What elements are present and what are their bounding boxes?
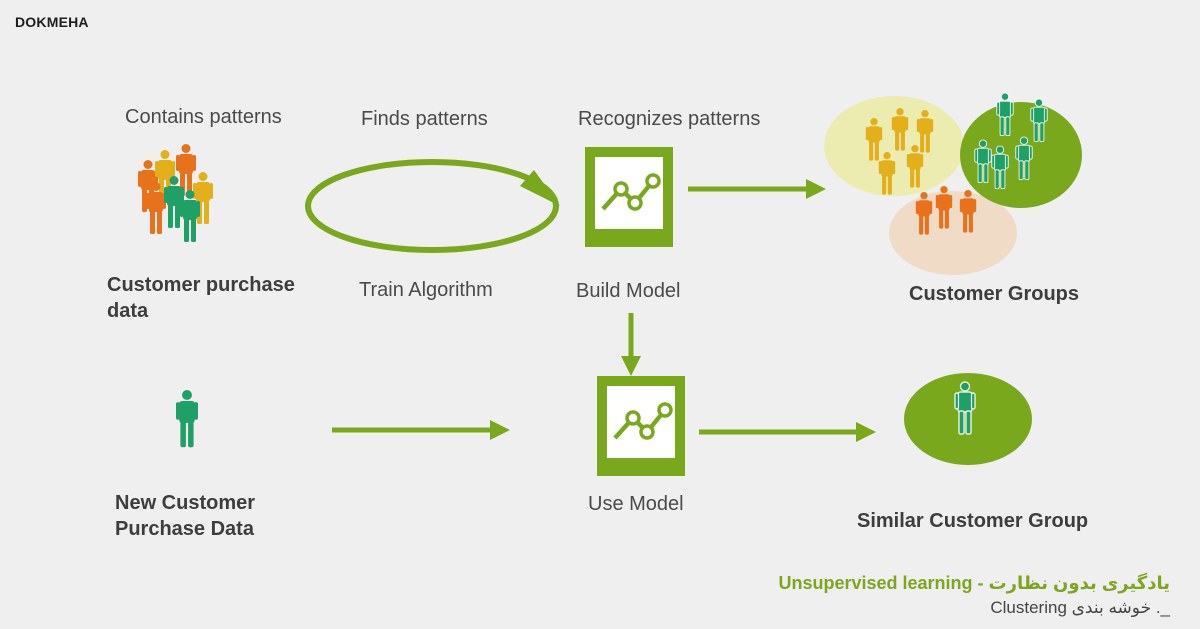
- label-customer-groups: Customer Groups: [909, 283, 1080, 305]
- label-build-model: Build Model: [576, 280, 681, 302]
- new-customer-icon: [176, 390, 199, 448]
- build-model-icon: [585, 147, 673, 247]
- label-recognizes-patterns: Recognizes patterns: [578, 108, 761, 130]
- footer-subtitle: _. خوشه بندی Clustering: [990, 598, 1170, 617]
- label-customer-purchase-data-line1: Customer purchase: [107, 274, 295, 296]
- label-customer-purchase-data-line2: data: [107, 300, 149, 322]
- label-contains-patterns: Contains patterns: [125, 106, 282, 128]
- similar-group-cluster: [904, 373, 1032, 465]
- footer-title: یادگیری بدون نظارت - Unsupervised learni…: [778, 573, 1170, 593]
- label-use-model: Use Model: [588, 493, 684, 515]
- customer-crowd-icon: [138, 144, 213, 242]
- arrow-to-use-model: [332, 420, 510, 440]
- train-loop-arrow: [305, 159, 560, 253]
- label-new-customer-line1: New Customer: [115, 492, 256, 514]
- brand-logo: DOKMEHA: [15, 14, 89, 30]
- arrow-to-groups: [688, 179, 826, 199]
- label-finds-patterns: Finds patterns: [361, 108, 488, 130]
- customer-groups-clusters: [824, 92, 1082, 275]
- use-model-icon: [597, 376, 685, 476]
- label-train-algorithm: Train Algorithm: [359, 279, 493, 301]
- arrow-to-similar-group: [699, 422, 876, 442]
- label-new-customer-line2: Purchase Data: [115, 518, 254, 540]
- label-similar-customer-group: Similar Customer Group: [857, 510, 1089, 532]
- arrow-build-to-use: [621, 313, 641, 376]
